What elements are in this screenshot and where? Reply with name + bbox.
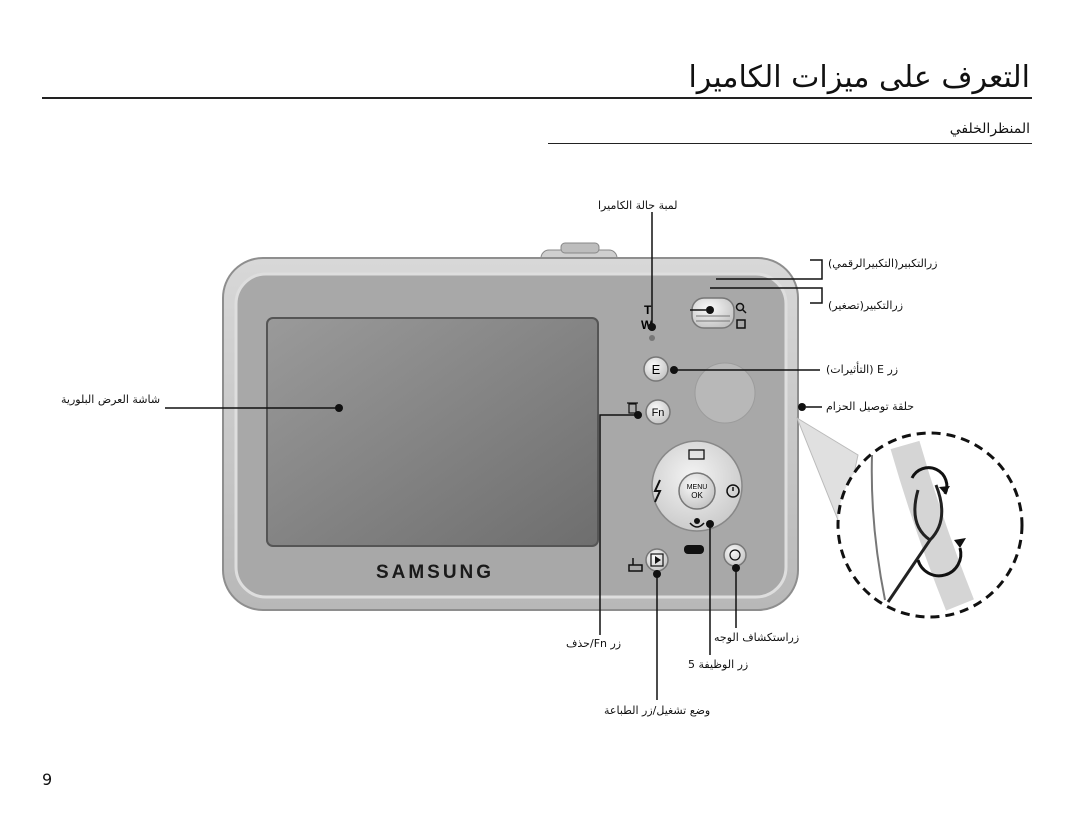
callout-status-lamp: لمبة حالة الكاميرا — [598, 199, 678, 212]
display-icon — [688, 449, 705, 460]
strap-detail-inset — [795, 416, 1024, 619]
fn-button-label: Fn — [652, 407, 665, 419]
subtitle-rule — [548, 143, 1032, 144]
flash-icon — [653, 479, 662, 503]
tele-label: T — [644, 303, 652, 317]
callout-face-detection: زراستكشاف الوجه — [714, 631, 800, 644]
brand-logo: SAMSUNG — [376, 562, 494, 583]
thumb-grip — [694, 362, 756, 424]
callout-five-function: زر الوظيفة 5 — [688, 658, 749, 671]
page-number: 9 — [42, 770, 53, 789]
callout-play-print: وضع تشغيل/زر الطباعة — [604, 704, 711, 717]
play-pause-icon — [684, 545, 704, 554]
status-lamp — [649, 335, 655, 341]
five-function-pad — [651, 440, 743, 532]
callout-strap-eyelet: حلقة توصيل الحزام — [826, 400, 915, 413]
play-button — [645, 548, 669, 572]
page-title: التعرف على ميزات الكاميرا — [688, 60, 1030, 95]
fn-button — [645, 399, 671, 425]
magnifier-icon — [735, 302, 747, 314]
thumbnail-icon — [736, 319, 746, 329]
callout-e-button: زر E (التأثيرات) — [826, 363, 899, 376]
lcd-screen — [266, 317, 599, 547]
callout-zoom-tele: زرالتكبير(التكبيرالرقمي) — [828, 257, 938, 270]
callout-lines — [165, 212, 823, 700]
face-detection-button — [723, 543, 747, 567]
e-button-label: E — [652, 362, 661, 377]
section-subtitle: المنظرالخلفي — [949, 121, 1030, 137]
macro-icon — [689, 518, 705, 528]
title-rule — [42, 97, 1032, 99]
callout-fn-delete: زر Fn/حذف — [566, 637, 622, 650]
zoom-rocker — [691, 297, 735, 329]
e-button — [643, 356, 669, 382]
callout-lcd: شاشة العرض البلورية — [61, 393, 161, 406]
menu-label: MENU — [687, 484, 708, 491]
trash-icon — [627, 402, 638, 414]
callout-dots — [335, 306, 806, 578]
ok-label: OK — [691, 491, 703, 500]
print-icon — [628, 558, 643, 572]
self-timer-icon — [726, 484, 740, 498]
callout-zoom-wide: زرالتكبير(تصغير) — [828, 299, 904, 312]
